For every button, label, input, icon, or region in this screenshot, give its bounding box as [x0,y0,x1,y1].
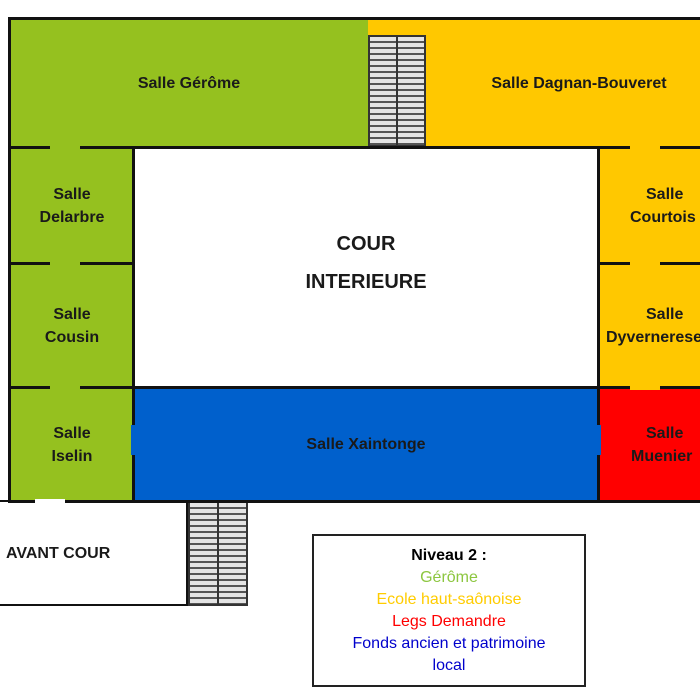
legend-box: Niveau 2 : Gérôme Ecole haut-saônoise Le… [312,534,586,687]
room-salle-delarbre[interactable]: Salle Delarbre [10,147,134,264]
room-label-line-2: Dyvernerese [606,329,700,346]
cour-label-line-2: INTERIEURE [305,271,427,293]
door-gap [131,425,136,455]
room-label-line-1: Salle [53,306,91,323]
cour-label-line-1: COUR [336,233,396,255]
room-salle-gerome[interactable]: Salle Gérôme [10,19,368,147]
room-label-line-1: Salle [646,306,684,323]
door-gap [596,425,601,455]
room-salle-courtois[interactable]: Salle Courtois [598,147,700,264]
wall-top [8,17,700,20]
room-label-line-2: Delarbre [39,208,105,226]
legend-item-gerome: Gérôme [420,568,478,586]
room-salle-xaintonge[interactable]: Salle Xaintonge [134,388,598,501]
door-gap [35,499,65,504]
wall-cour-right [597,146,600,502]
avant-cour-label: AVANT COUR [6,544,111,562]
avant-cour: AVANT COUR [0,500,188,606]
wall-bottom [8,500,700,503]
wall-cour-left [132,146,135,502]
stairs-top-overlay [368,35,426,147]
room-label-line-2: Courtois [630,208,696,226]
legend-title: Niveau 2 : [411,546,487,564]
room-salle-iselin[interactable]: Salle Iselin [10,388,134,501]
legend-item-legs: Legs Demandre [392,612,506,630]
room-label-line-1: Salle [646,185,684,203]
stairs-bottom [188,501,248,606]
wall-cour-bottom [132,386,700,389]
room-label: Salle Dagnan-Bouveret [491,74,667,92]
legend-item-fonds: Fonds ancien et patrimoine local [352,634,546,674]
room-label: Salle Xaintonge [306,436,426,453]
wall-gerome-bottom [8,146,700,149]
room-label-line-1: Salle [53,424,91,442]
door-gap [630,145,660,150]
room-salle-cousin[interactable]: Salle Cousin [10,264,134,388]
door-gap [50,145,80,150]
room-label-line-2: Iselin [51,447,93,465]
room-label-line-2: Cousin [44,329,100,346]
door-gap [50,261,80,266]
room-salle-dyvernerese[interactable]: Salle Dyvernerese [598,264,700,388]
room-salle-muenier[interactable]: Salle Muenier [598,388,700,501]
legend-item-ecole: Ecole haut-saônoise [376,590,522,608]
room-label-line-2: Muenier [631,447,693,465]
door-gap [50,385,80,390]
cour-interieure: COUR INTERIEURE [134,147,598,388]
room-label-line-1: Salle [646,424,684,442]
door-gap [630,261,660,266]
room-label-line-1: Salle [53,185,91,203]
room-label: Salle Gérôme [137,74,241,92]
wall-left [8,17,11,503]
door-gap [630,385,660,390]
